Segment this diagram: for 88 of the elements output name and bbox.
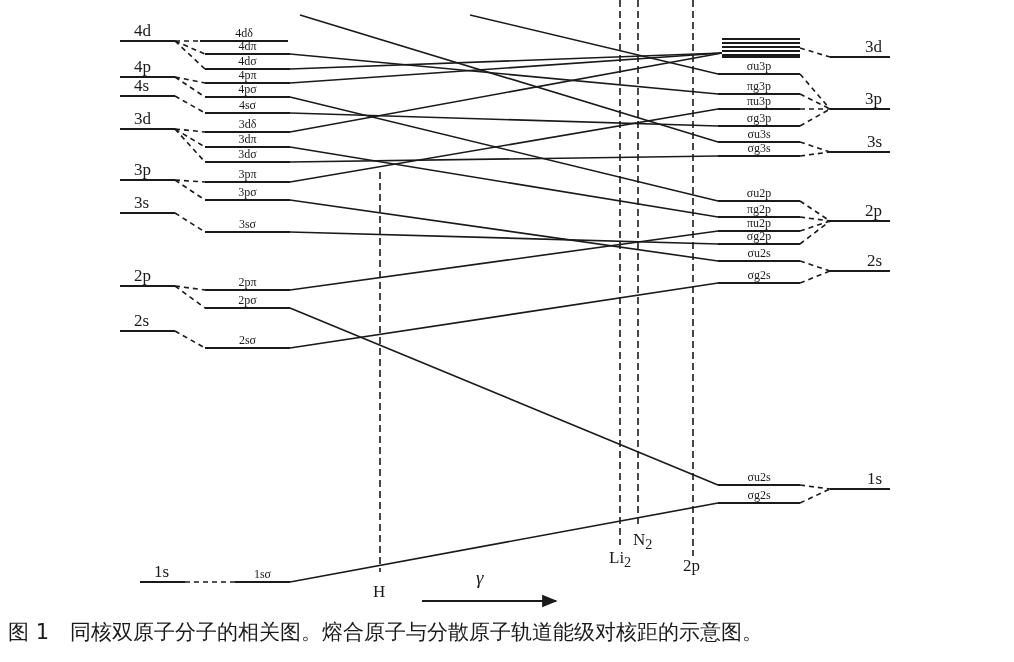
energy-level: 2sσ — [205, 336, 290, 349]
energy-level: 2p — [120, 267, 175, 287]
caption: 图 1 同核双原子分子的相关图。熔合原子与分散原子轨道能级对核距的示意图。 — [8, 622, 764, 643]
splitting-line — [799, 93, 831, 110]
splitting-line — [174, 95, 206, 114]
correlation-line — [289, 502, 719, 583]
energy-level: 4dπ — [205, 42, 290, 55]
splitting-line — [799, 216, 831, 222]
energy-level: 2s — [830, 252, 890, 272]
energy-level: 3dδ — [205, 120, 290, 133]
correlation-line — [289, 112, 719, 127]
energy-level: 4dδ — [200, 29, 288, 42]
energy-level: 4s — [120, 77, 175, 97]
correlation-line — [289, 282, 719, 349]
energy-level: σu3s — [718, 130, 800, 143]
energy-level: 3d — [830, 38, 890, 58]
energy-level: 4d — [120, 22, 175, 42]
splitting-line — [799, 151, 831, 157]
energy-level: 2pσ — [205, 296, 290, 309]
splitting-line — [174, 40, 206, 70]
energy-level: 3d — [120, 110, 175, 130]
correlation-line — [289, 53, 719, 95]
splitting-line — [799, 141, 831, 153]
energy-level: σu2p — [718, 189, 800, 202]
energy-level: 1s — [140, 563, 185, 583]
splitting-line — [799, 270, 831, 284]
splitting-line — [184, 581, 236, 583]
correlation-line — [289, 96, 719, 202]
energy-level: σu2s — [718, 473, 800, 486]
p-label: 2p — [682, 556, 701, 575]
splitting-line — [174, 285, 206, 309]
splitting-line — [174, 285, 206, 291]
energy-level: 4pπ — [205, 71, 290, 84]
energy-level: 3s — [120, 194, 175, 214]
correlation-line — [289, 155, 719, 163]
correlation-line — [289, 199, 719, 262]
correlation-line — [289, 307, 719, 486]
energy-level: 4p — [120, 58, 175, 78]
energy-level: 4dσ — [205, 57, 290, 70]
energy-level: σg3p — [718, 114, 800, 127]
energy-level: σg3s — [718, 144, 800, 157]
splitting-line — [174, 40, 206, 55]
energy-level: 3p — [830, 90, 890, 110]
energy-level: πg2p — [718, 205, 800, 218]
energy-level: 2pπ — [205, 278, 290, 291]
splitting-line — [174, 179, 206, 183]
splitting-line — [174, 128, 206, 133]
splitting-line — [799, 484, 831, 490]
energy-level: 3s — [830, 133, 890, 153]
correlation-line — [289, 108, 719, 183]
correlation-line — [289, 231, 719, 245]
correlation-line — [289, 52, 723, 133]
splitting-line — [799, 220, 831, 232]
splitting-line — [174, 40, 201, 42]
energy-level-bundle — [722, 38, 800, 58]
energy-level: 1sσ — [235, 570, 290, 583]
correlation-line — [289, 146, 719, 218]
splitting-line — [799, 260, 831, 272]
energy-level: 4pσ — [205, 85, 290, 98]
correlation-line — [289, 52, 723, 84]
splitting-line — [174, 76, 206, 84]
energy-level: σu3p — [718, 62, 800, 75]
splitting-line — [799, 47, 831, 58]
energy-level: σu2s — [718, 249, 800, 262]
energy-level: 3sσ — [205, 220, 290, 233]
energy-level: 3dπ — [205, 135, 290, 148]
energy-level: σg2p — [718, 232, 800, 245]
energy-level: σg2s — [718, 491, 800, 504]
energy-level: 3pσ — [205, 188, 290, 201]
energy-level: πg3p — [718, 82, 800, 95]
energy-level: σg2s — [718, 271, 800, 284]
energy-level: 1s — [830, 470, 890, 490]
correlation-line — [299, 14, 719, 143]
energy-level: 3dσ — [205, 150, 290, 163]
correlation-line — [289, 230, 719, 291]
energy-level: πu2p — [718, 219, 800, 232]
splitting-line — [799, 220, 831, 245]
correlation-line — [469, 14, 719, 75]
splitting-line — [799, 108, 831, 110]
energy-level: 3pπ — [205, 170, 290, 183]
energy-level: 2s — [120, 312, 175, 332]
energy-level: 3p — [120, 161, 175, 181]
energy-level: 2p — [830, 202, 890, 222]
energy-level: πu3p — [718, 97, 800, 110]
energy-level: 4sσ — [205, 101, 290, 114]
splitting-line — [174, 330, 206, 349]
splitting-line — [799, 108, 831, 127]
splitting-line — [799, 488, 831, 504]
